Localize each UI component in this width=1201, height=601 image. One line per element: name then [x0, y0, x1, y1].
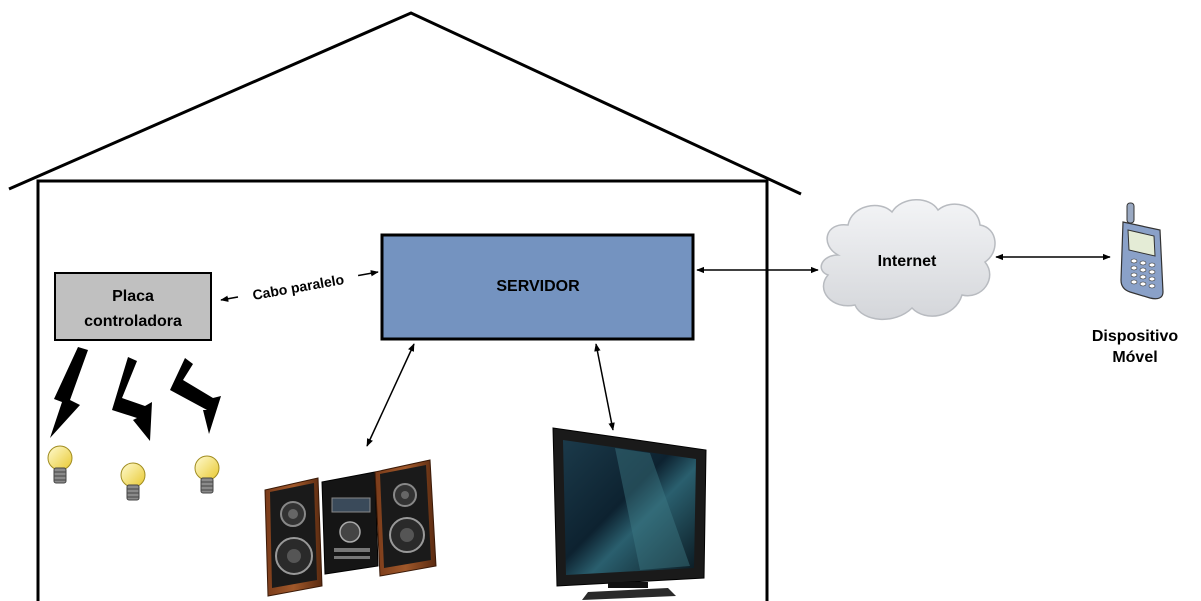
cloud-icon: Internet [820, 199, 996, 321]
dispositivo-label-line2: Móvel [1112, 349, 1157, 366]
lightning-icon [112, 357, 152, 441]
servidor-stereo-connector [366, 343, 415, 447]
servidor-box: SERVIDOR [380, 233, 695, 341]
light-bulb-icon [47, 445, 73, 484]
placa-label-line1: Placa [112, 288, 154, 305]
house-outline [8, 11, 802, 601]
television-icon [552, 427, 707, 600]
mobile-phone-icon [1120, 202, 1164, 300]
servidor-label: SERVIDOR [496, 278, 580, 295]
stereo-system-icon [264, 459, 437, 597]
placa-label-line2: controladora [84, 313, 182, 330]
lightning-icon [50, 347, 88, 438]
light-bulb-icon [120, 462, 146, 501]
internet-label: Internet [878, 253, 937, 270]
lightning-icon [170, 358, 221, 434]
dispositivo-label-line1: Dispositivo [1092, 328, 1178, 345]
light-bulb-icon [194, 455, 220, 494]
placa-controladora-box: Placa controladora [54, 272, 212, 341]
cabo-paralelo-connector: Cabo paralelo [220, 265, 379, 307]
servidor-tv-connector [594, 343, 615, 431]
